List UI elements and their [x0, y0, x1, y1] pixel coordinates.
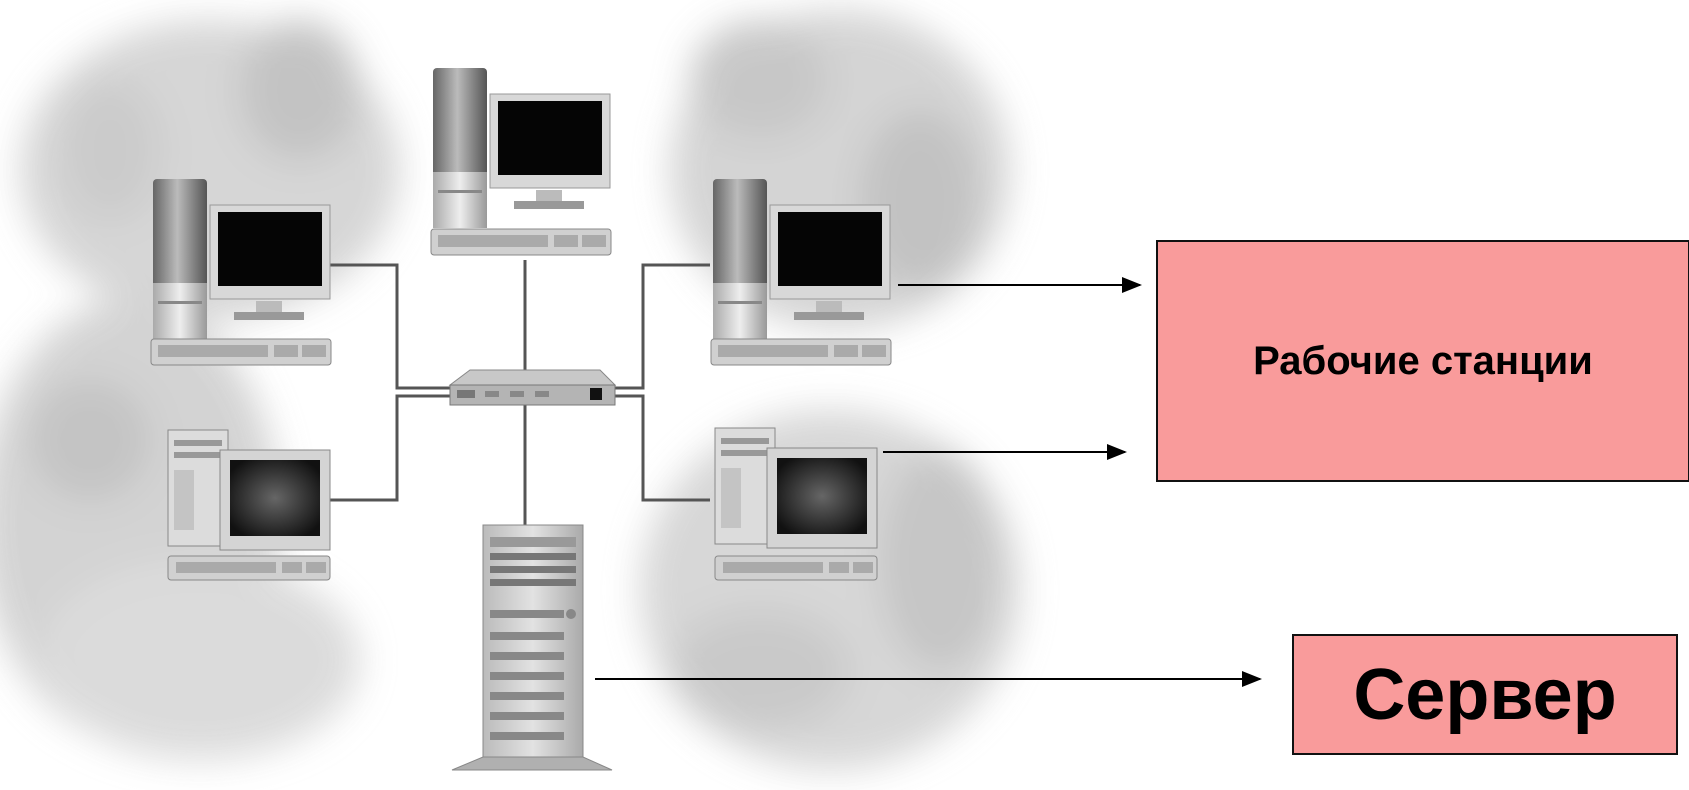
- network-cables: [327, 260, 710, 525]
- workstation-top-left: [150, 179, 332, 366]
- network-switch-icon: [448, 369, 617, 406]
- server-label: Сервер: [1353, 654, 1617, 735]
- workstations-label-box: Рабочие станции: [1156, 240, 1689, 482]
- workstation-bottom-right: [714, 427, 878, 581]
- tower-workstation-icon: [153, 179, 207, 339]
- desktop-computer-icon: [209, 204, 331, 320]
- workstation-top-right: [710, 179, 892, 366]
- workstation-bottom-left: [167, 429, 331, 581]
- workstation-top-center: [430, 68, 612, 256]
- keyboard-icon: [430, 228, 612, 256]
- server-label-box: Сервер: [1292, 634, 1678, 755]
- keyboard-icon: [714, 555, 878, 581]
- keyboard-icon: [167, 555, 331, 581]
- desktop-computer-icon: [714, 427, 878, 549]
- desktop-computer-icon: [167, 429, 331, 551]
- keyboard-icon: [150, 338, 332, 366]
- keyboard-icon: [710, 338, 892, 366]
- desktop-computer-icon: [489, 93, 611, 209]
- desktop-computer-icon: [769, 204, 891, 320]
- tower-workstation-icon: [713, 179, 767, 339]
- tower-workstation-icon: [433, 68, 487, 228]
- server-tower-icon: [451, 524, 613, 771]
- workstations-label: Рабочие станции: [1253, 338, 1593, 383]
- pointer-arrows: [595, 277, 1262, 687]
